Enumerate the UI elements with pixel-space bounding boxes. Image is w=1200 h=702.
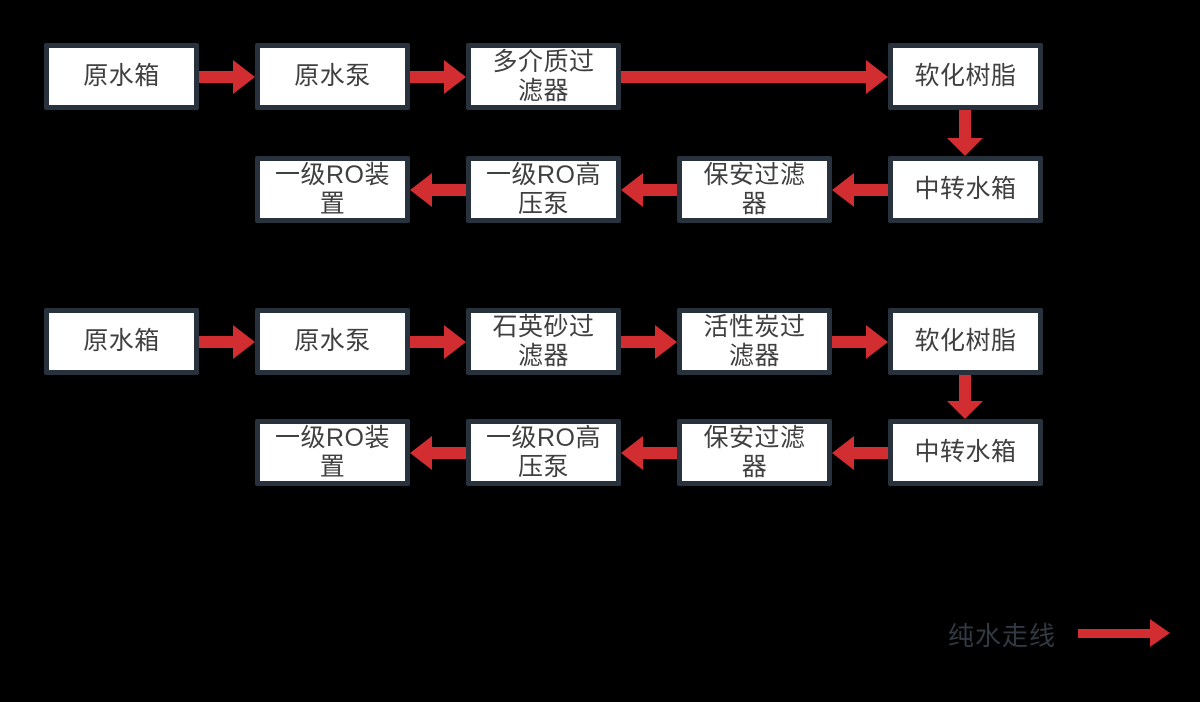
node-label: 原水箱 <box>83 62 160 90</box>
legend-label: 纯水走线 <box>948 621 1057 651</box>
node-label: 多介质过 滤器 <box>492 47 595 105</box>
node-softening-resin: 软化树脂 <box>888 308 1043 375</box>
node-ro-high-pressure-pump: 一级RO高 压泵 <box>466 419 621 486</box>
node-raw-water-tank: 原水箱 <box>44 308 199 375</box>
flow-arrow-right-icon <box>832 325 888 359</box>
node-label: 保安过滤 器 <box>703 160 806 218</box>
flow-arrow-right-long-icon <box>621 60 888 94</box>
flow-arrow-left-icon <box>621 436 677 470</box>
flow-arrow-left-icon <box>832 436 888 470</box>
node-label: 一级RO高 压泵 <box>485 423 601 481</box>
flow-arrow-right-icon <box>410 60 466 94</box>
node-raw-water-pump: 原水泵 <box>255 43 410 110</box>
node-transfer-water-tank: 中转水箱 <box>888 156 1043 223</box>
node-label: 一级RO高 压泵 <box>485 160 601 218</box>
node-label: 原水泵 <box>294 327 371 355</box>
node-label: 原水泵 <box>294 62 371 90</box>
node-label: 保安过滤 器 <box>703 423 806 481</box>
node-label: 软化树脂 <box>914 327 1017 355</box>
flow-arrow-down-icon <box>947 110 983 156</box>
node-label: 软化树脂 <box>914 62 1017 90</box>
node-label: 中转水箱 <box>914 175 1017 203</box>
node-multimedia-filter: 多介质过 滤器 <box>466 43 621 110</box>
node-label: 活性炭过 滤器 <box>703 312 806 370</box>
node-raw-water-tank: 原水箱 <box>44 43 199 110</box>
flow-arrow-right-icon <box>621 325 677 359</box>
flow-arrow-left-icon <box>832 173 888 207</box>
flow-arrow-right-icon <box>410 325 466 359</box>
node-label: 石英砂过 滤器 <box>492 312 595 370</box>
flow-arrow-left-icon <box>410 173 466 207</box>
flow-arrow-left-icon <box>621 173 677 207</box>
node-label: 一级RO装 置 <box>274 160 390 218</box>
node-ro-unit: 一级RO装 置 <box>255 419 410 486</box>
flow-arrow-right-icon <box>199 325 255 359</box>
node-activated-carbon-filter: 活性炭过 滤器 <box>677 308 832 375</box>
node-raw-water-pump: 原水泵 <box>255 308 410 375</box>
node-label: 一级RO装 置 <box>274 423 390 481</box>
node-security-filter: 保安过滤 器 <box>677 156 832 223</box>
node-security-filter: 保安过滤 器 <box>677 419 832 486</box>
node-ro-unit: 一级RO装 置 <box>255 156 410 223</box>
flow-arrow-down-icon <box>947 375 983 419</box>
flow-arrow-left-icon <box>410 436 466 470</box>
node-quartz-sand-filter: 石英砂过 滤器 <box>466 308 621 375</box>
flow-arrow-right-icon <box>199 60 255 94</box>
node-ro-high-pressure-pump: 一级RO高 压泵 <box>466 156 621 223</box>
legend-arrow-icon <box>1078 619 1170 647</box>
node-transfer-water-tank: 中转水箱 <box>888 419 1043 486</box>
node-softening-resin: 软化树脂 <box>888 43 1043 110</box>
node-label: 中转水箱 <box>914 438 1017 466</box>
node-label: 原水箱 <box>83 327 160 355</box>
